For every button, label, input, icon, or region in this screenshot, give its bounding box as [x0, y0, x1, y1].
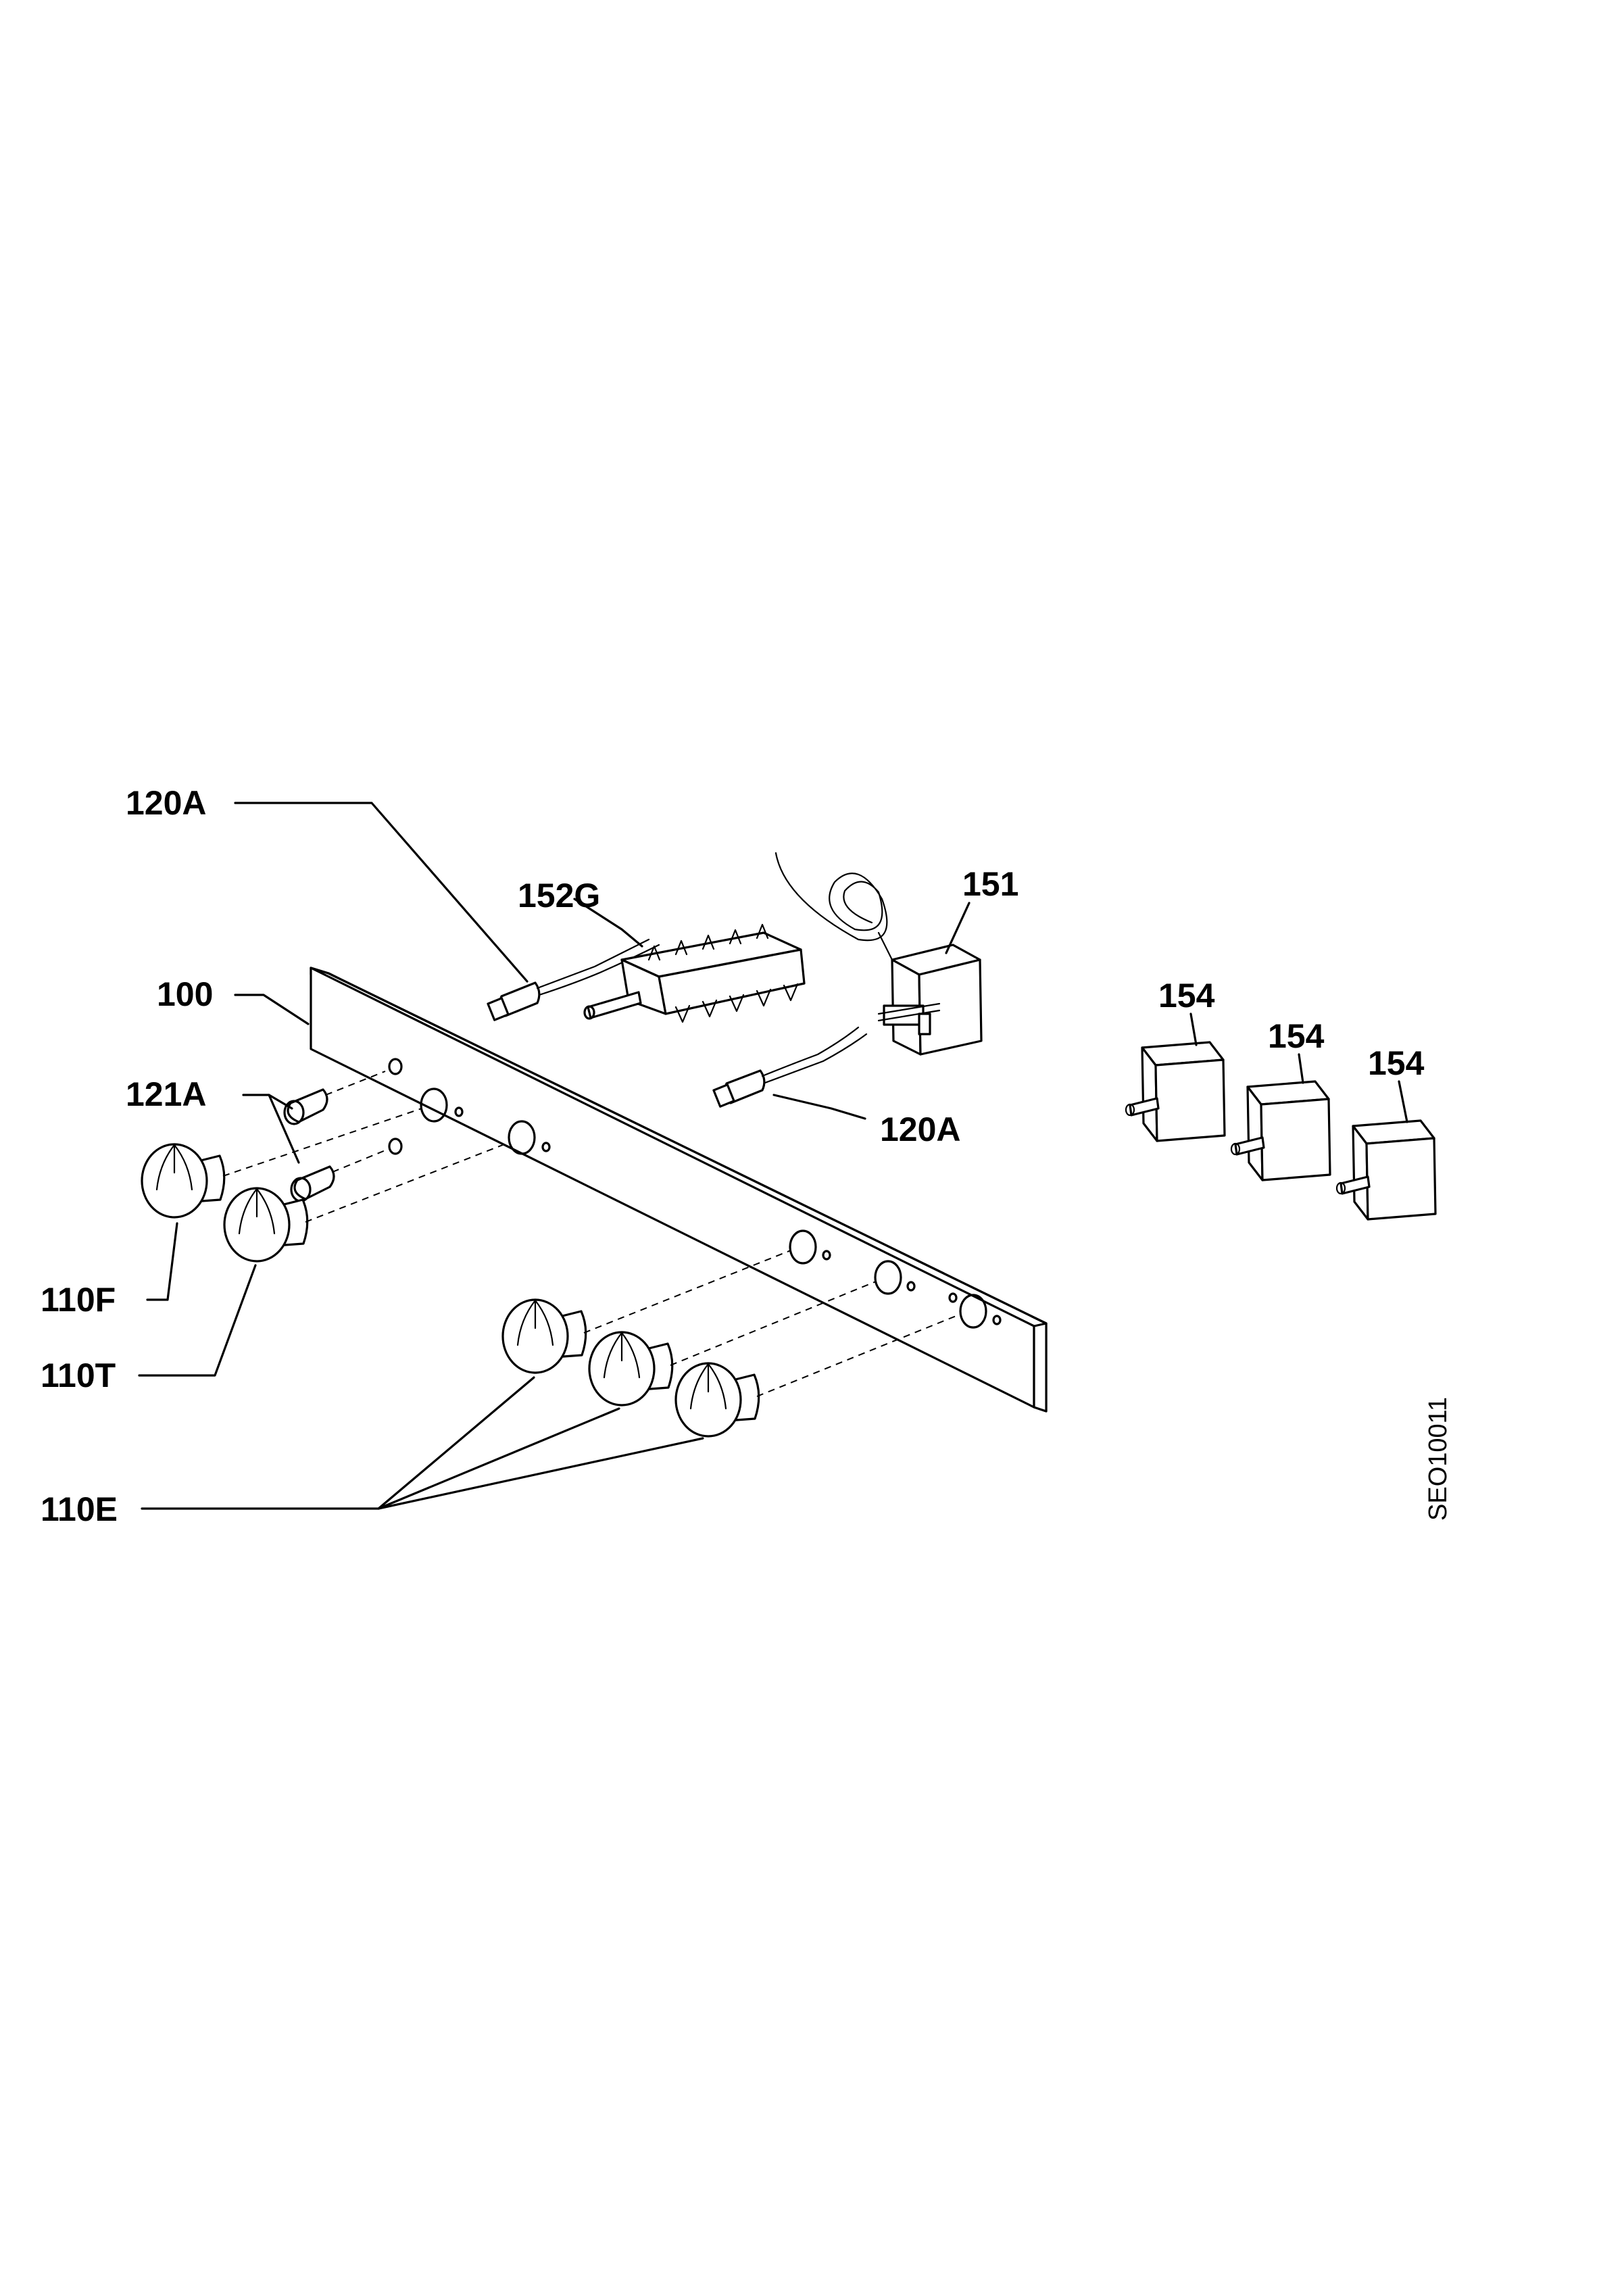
label-100: 100: [157, 975, 213, 1013]
label-110e: 110E: [41, 1490, 118, 1528]
label-120a-top: 120A: [126, 784, 207, 822]
lamp-lens-upper: [283, 1071, 386, 1125]
label-110t: 110T: [41, 1357, 116, 1394]
label-120a-bottom: 120A: [880, 1110, 961, 1148]
control-panel: [310, 967, 1048, 1413]
label-154-1: 154: [1158, 977, 1215, 1015]
knob-110e-3: [674, 1313, 962, 1438]
lamp-holder-lower: [712, 1026, 868, 1108]
label-154-3: 154: [1368, 1044, 1425, 1082]
switch-154-1: [1125, 1041, 1226, 1142]
label-121a: 121A: [126, 1075, 207, 1113]
drawing-code: SEO10011: [1424, 1397, 1452, 1521]
label-110f: 110F: [41, 1281, 116, 1319]
label-154-2: 154: [1268, 1017, 1325, 1055]
label-152g: 152G: [518, 877, 600, 914]
knob-110f: [141, 1108, 422, 1219]
selector-switch-152g: [583, 923, 806, 1023]
switch-154-2: [1230, 1080, 1331, 1181]
switch-154-3: [1335, 1119, 1437, 1221]
label-151: 151: [962, 865, 1018, 903]
knob-110e-1: [501, 1250, 791, 1374]
thermostat-151: [775, 852, 983, 1056]
lamp-lens-lower: [290, 1150, 386, 1202]
knob-110t: [223, 1142, 510, 1263]
leader-lines: [138, 802, 1408, 1510]
lamp-holder-upper: [487, 938, 660, 1021]
knob-110e-2: [588, 1281, 877, 1407]
